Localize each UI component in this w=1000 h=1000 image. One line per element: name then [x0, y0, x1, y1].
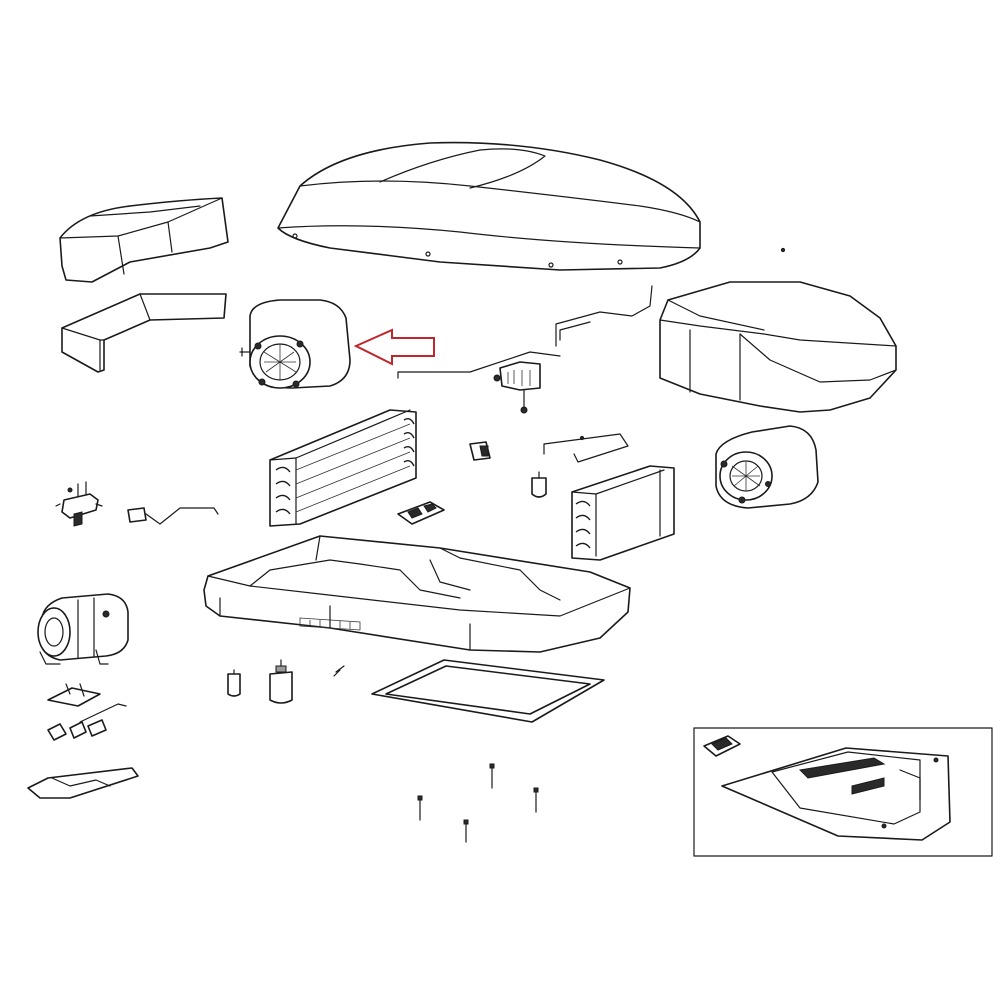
small-connector: [333, 665, 345, 677]
inset-ceiling-assembly[interactable]: [693, 727, 993, 857]
mounting-bolt-1[interactable]: [417, 795, 423, 821]
condenser-coil[interactable]: [571, 465, 675, 561]
start-capacitor[interactable]: [227, 669, 241, 697]
rear-condenser-cover[interactable]: [659, 281, 897, 413]
wiring-harness[interactable]: [397, 285, 653, 414]
mounting-bolt-3[interactable]: [489, 763, 495, 789]
roof-gasket[interactable]: [371, 659, 605, 723]
run-capacitor[interactable]: [269, 659, 293, 704]
mounting-bolt-2[interactable]: [463, 819, 469, 843]
blower-wheel-housing-left[interactable]: [239, 299, 351, 389]
thermistor-sensor[interactable]: [531, 471, 547, 498]
mounting-bracket[interactable]: [543, 433, 629, 463]
relay-component[interactable]: [469, 441, 491, 461]
control-board[interactable]: [397, 501, 445, 525]
selector-switch[interactable]: [55, 481, 103, 527]
screw-small: [780, 247, 786, 253]
mounting-bolt-4[interactable]: [533, 787, 539, 813]
left-air-shroud-lower[interactable]: [61, 293, 227, 373]
left-air-shroud-upper[interactable]: [59, 197, 229, 283]
highlight-arrow-icon: [353, 328, 435, 366]
blower-wheel-housing-right[interactable]: [715, 425, 819, 509]
top-shroud-cover[interactable]: [277, 141, 701, 271]
terminal-cover[interactable]: [47, 703, 127, 741]
mounting-clip[interactable]: [47, 683, 101, 707]
temperature-probe[interactable]: [127, 507, 219, 525]
bracket-plate[interactable]: [27, 767, 139, 799]
compressor[interactable]: [37, 593, 129, 665]
base-pan[interactable]: [203, 535, 631, 653]
evaporator-coil[interactable]: [269, 409, 417, 527]
